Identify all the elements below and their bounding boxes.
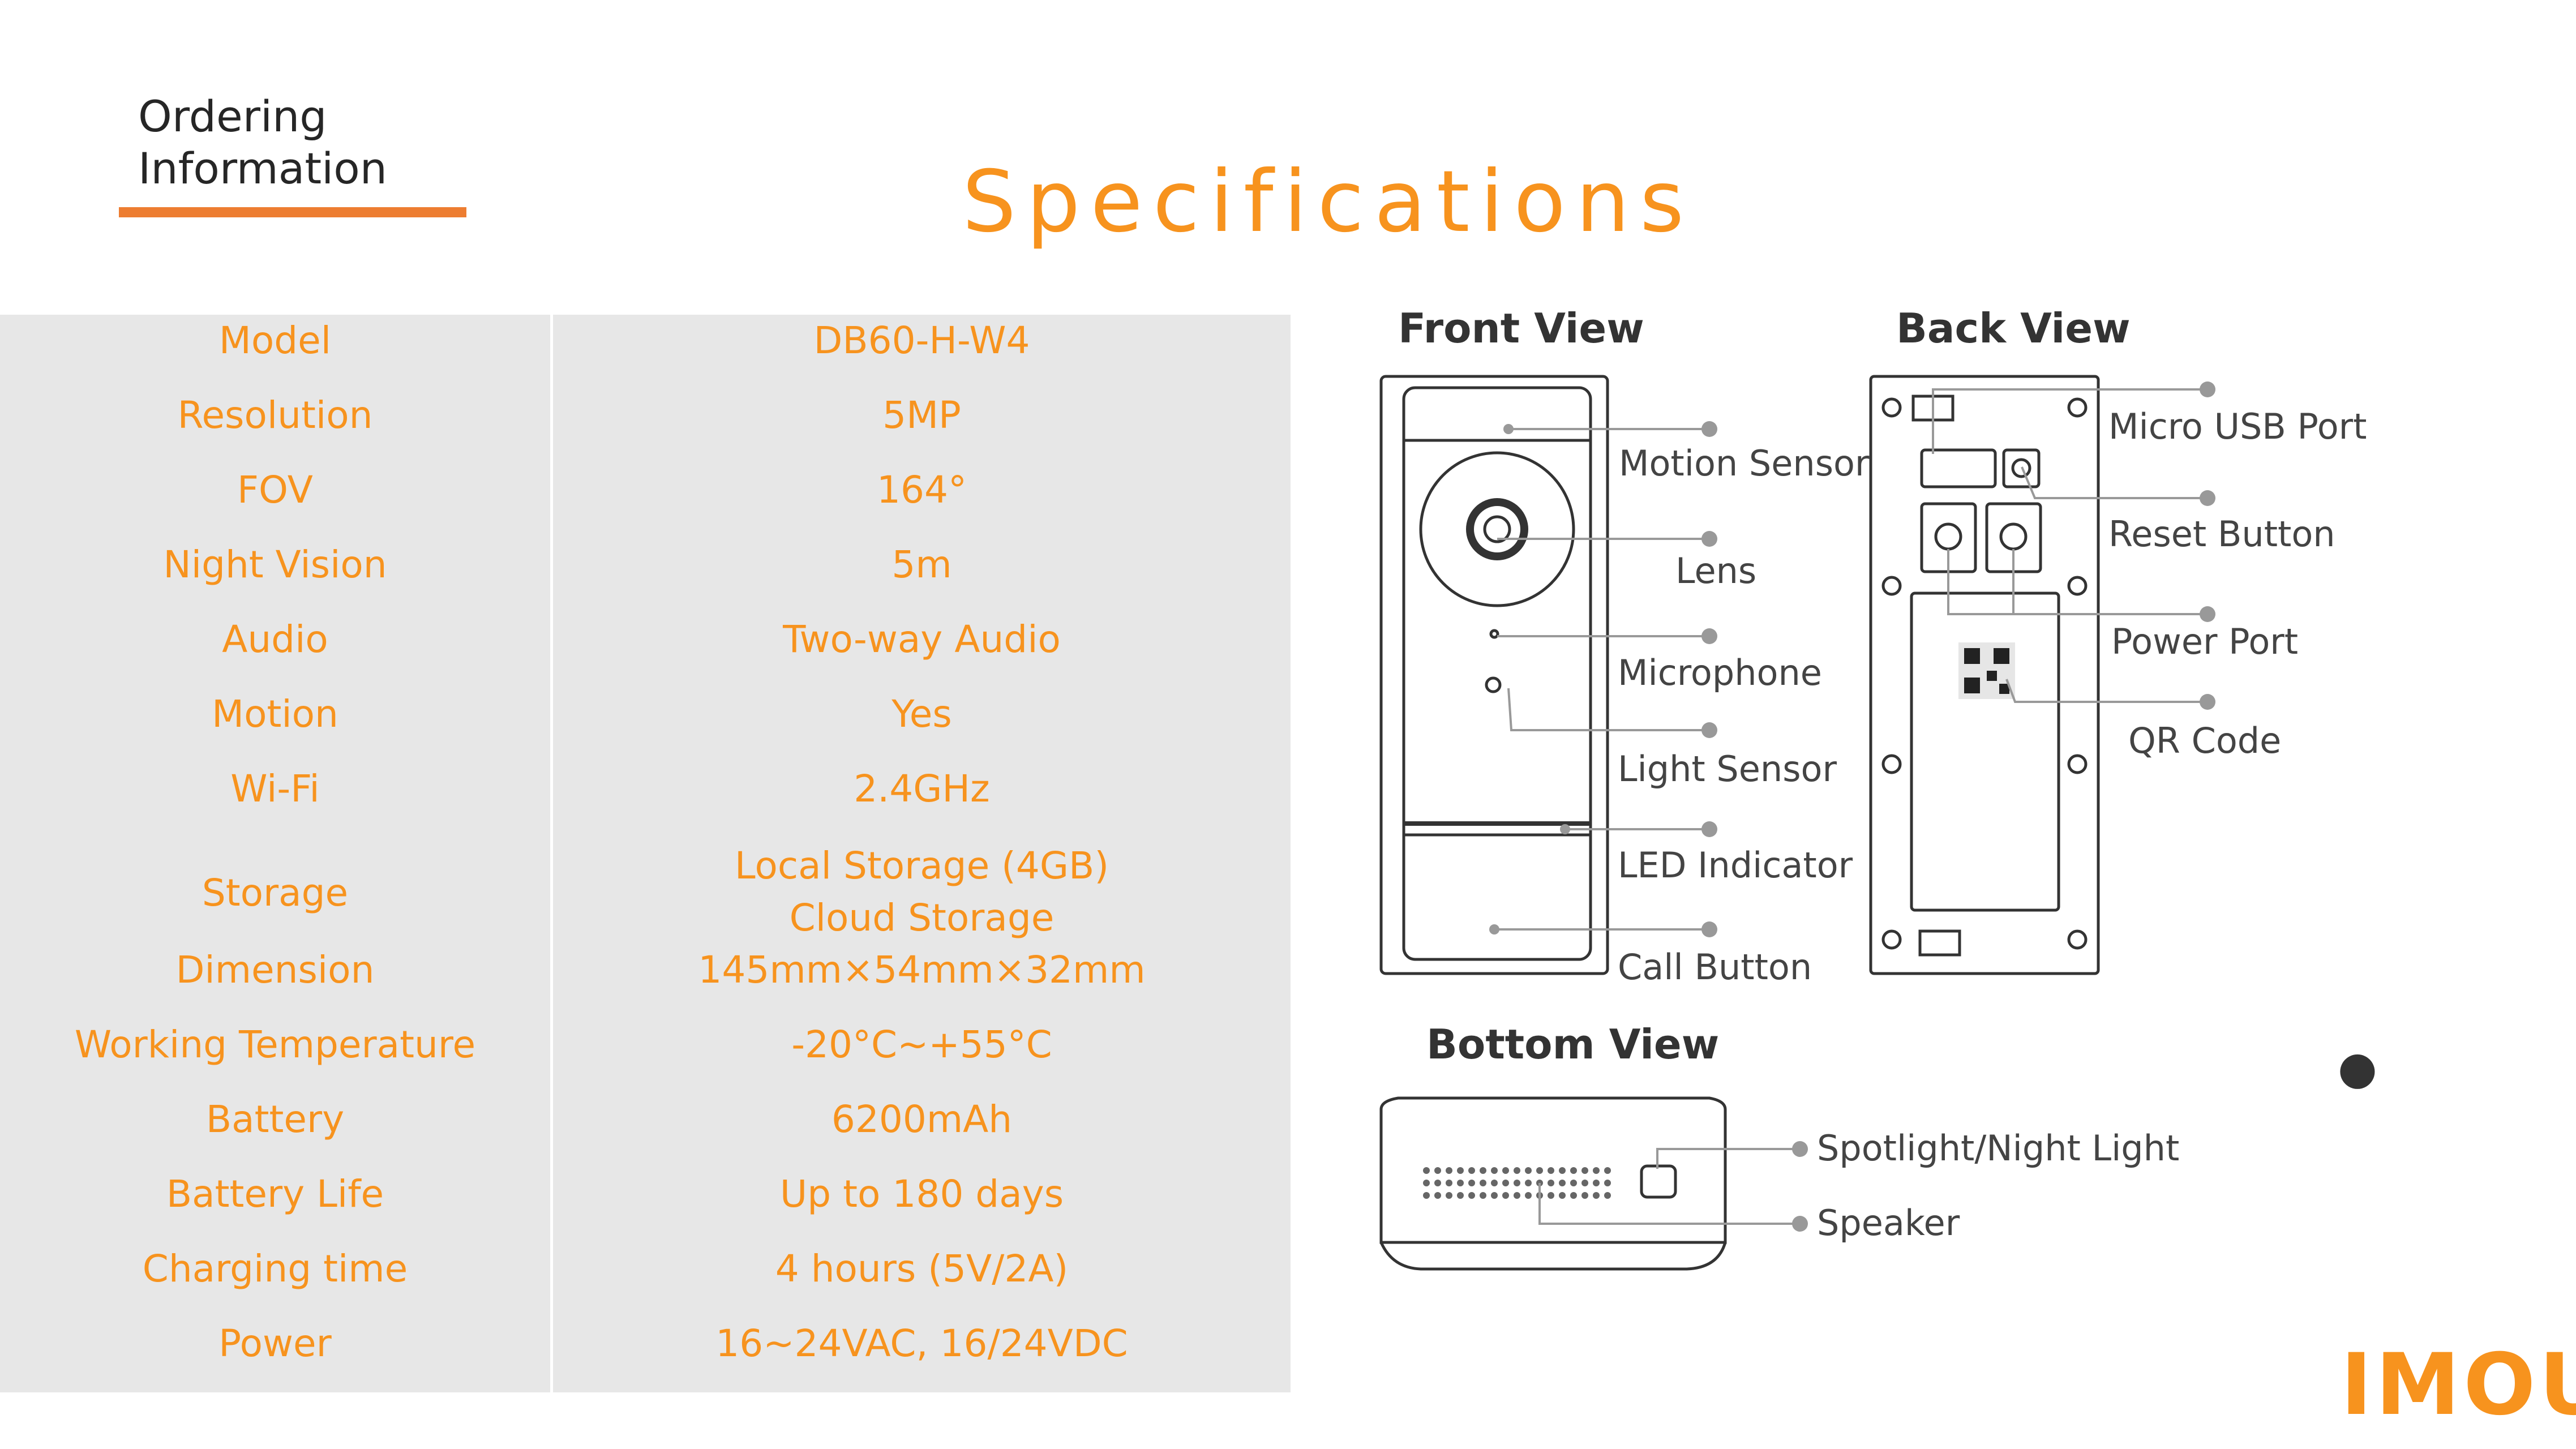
spec-value-battery-life: Up to 180 days: [779, 1172, 1064, 1216]
nav-active-underline: [119, 207, 466, 217]
spec-label-motion: Motion: [212, 692, 338, 736]
spec-value-night-vision: 5m: [891, 543, 952, 586]
imou-logo: IMOU: [2341, 1336, 2576, 1434]
spec-value-dimension: 145mm×54mm×32mm: [698, 948, 1146, 992]
spec-value-working-temperature: -20°C~+55°C: [791, 1023, 1052, 1066]
spec-value-storage-cloud: Cloud Storage: [789, 896, 1055, 940]
spec-label-dimension: Dimension: [175, 948, 375, 992]
spec-label-night-vision: Night Vision: [163, 543, 387, 586]
spec-value-model: DB60-H-W4: [813, 319, 1030, 362]
spec-label-battery: Battery: [205, 1098, 345, 1141]
bottom-view-title: Bottom View: [1426, 1021, 1719, 1068]
nav-label-line1: Ordering: [138, 91, 327, 142]
label-qr-code: QR Code: [2128, 720, 2281, 761]
label-microphone: Microphone: [1618, 652, 1822, 693]
spec-label-charging-time: Charging time: [142, 1247, 408, 1291]
spec-value-motion: Yes: [891, 692, 952, 736]
front-callout-dots: [1489, 421, 1717, 937]
spec-value-fov: 164°: [877, 468, 967, 512]
spec-label-fov: FOV: [237, 468, 313, 512]
label-reset-button: Reset Button: [2108, 513, 2335, 555]
spec-table-divider: [550, 315, 553, 1392]
bottom-view-device: [1379, 1096, 1727, 1271]
label-call-button: Call Button: [1618, 946, 1812, 988]
front-callout-lines: [1494, 428, 1709, 931]
spec-value-audio: Two-way Audio: [783, 618, 1061, 661]
label-led-indicator: LED Indicator: [1618, 844, 1853, 886]
spec-label-battery-life: Battery Life: [166, 1172, 384, 1216]
speaker-grille: [1423, 1167, 1611, 1199]
spec-value-resolution: 5MP: [882, 393, 961, 437]
bottom-callout-lines: [1538, 1148, 1800, 1225]
label-spotlight-night-light: Spotlight/Night Light: [1817, 1128, 2179, 1169]
page-title: Specifications: [962, 153, 1695, 251]
clipped-fragment-1: ●: [2338, 1041, 2377, 1094]
spec-label-audio: Audio: [222, 618, 328, 661]
label-speaker: Speaker: [1817, 1202, 1960, 1244]
spec-label-model: Model: [218, 319, 332, 362]
label-micro-usb-port: Micro USB Port: [2108, 406, 2367, 447]
spec-label-storage: Storage: [202, 871, 349, 915]
label-lens: Lens: [1675, 550, 1756, 591]
spec-label-working-temperature: Working Temperature: [74, 1023, 476, 1066]
spec-label-resolution: Resolution: [177, 393, 373, 437]
spec-table: [0, 315, 1291, 1392]
front-view-title: Front View: [1398, 305, 1644, 352]
back-callout-dots: [2200, 381, 2215, 710]
bottom-callout-dots: [1792, 1141, 1808, 1232]
product-diagram: Front View Back View Bottom View Motion …: [1379, 305, 2367, 1271]
front-view-device: [1379, 375, 1609, 975]
label-light-sensor: Light Sensor: [1618, 748, 1837, 790]
spec-label-wifi: Wi-Fi: [230, 767, 320, 811]
spec-label-power: Power: [218, 1322, 332, 1365]
back-view-title: Back View: [1896, 305, 2131, 352]
spec-value-battery: 6200mAh: [831, 1098, 1013, 1141]
back-callout-lines: [1932, 388, 2208, 703]
nav-label-line2: Information: [138, 143, 387, 194]
nav-ordering-information[interactable]: Ordering Information: [138, 91, 478, 195]
qr-code-graphic: [1958, 642, 2015, 699]
spec-value-wifi: 2.4GHz: [854, 767, 990, 811]
label-motion-sensor: Motion Sensor: [1619, 443, 1870, 484]
spec-value-charging-time: 4 hours (5V/2A): [775, 1247, 1069, 1291]
spec-value-storage-local: Local Storage (4GB): [734, 844, 1109, 888]
label-power-port: Power Port: [2111, 621, 2298, 662]
spec-value-power: 16~24VAC, 16/24VDC: [715, 1322, 1128, 1365]
